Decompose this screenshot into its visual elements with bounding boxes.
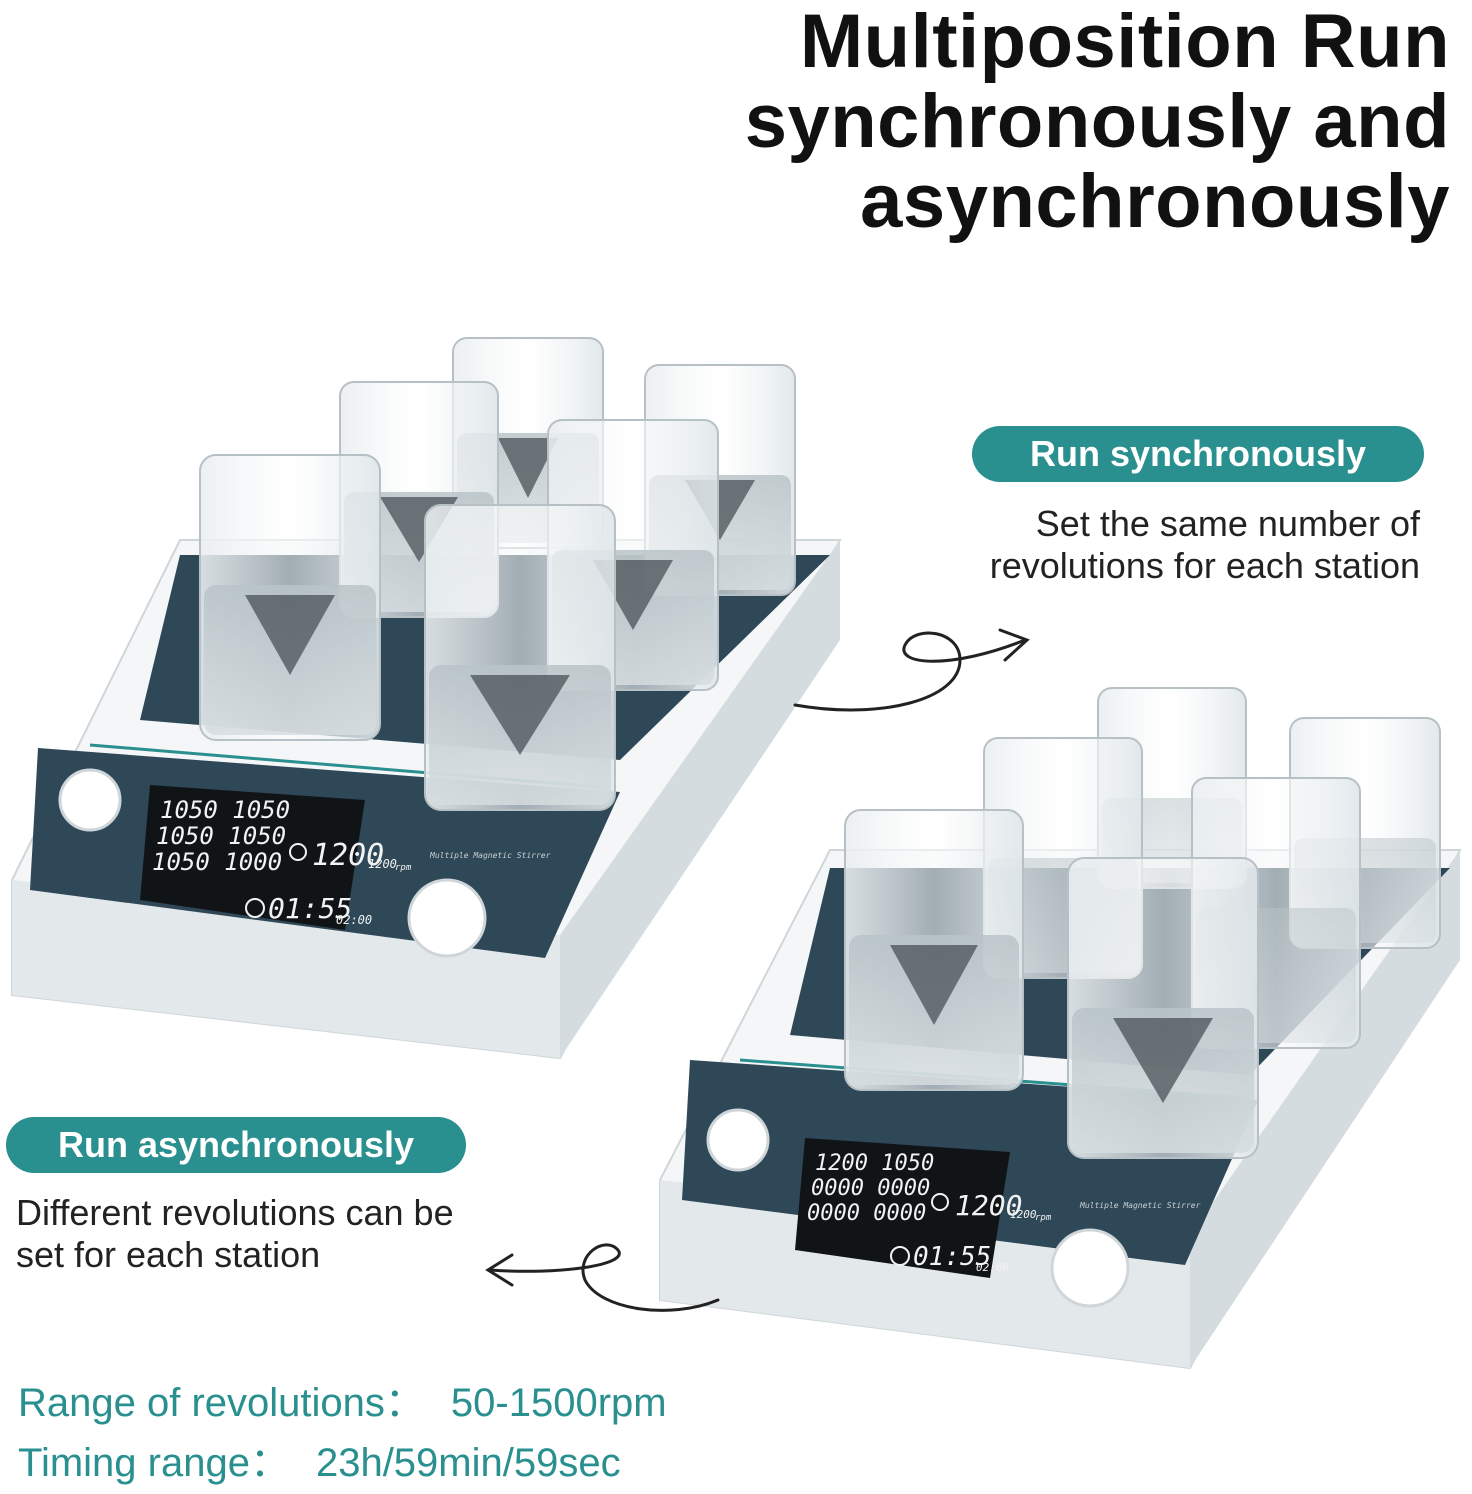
right-knob-icon[interactable] xyxy=(1050,1228,1130,1308)
display-main-speed: 1200 xyxy=(312,838,384,873)
spec-range-label: Range of revolutions： xyxy=(18,1381,425,1425)
stirrer-sync: 1050 1050 1050 1050 1050 1000 1200 1200 … xyxy=(11,337,842,1060)
display-row-1: 1050 1050 xyxy=(160,796,290,824)
display-unit: rpm xyxy=(1035,1213,1052,1223)
timer-icon xyxy=(245,898,265,918)
headline-line-1: Multiposition Run xyxy=(799,0,1450,84)
sync-description-line-2: revolutions for each station xyxy=(989,545,1420,586)
left-knob-icon[interactable] xyxy=(58,768,122,832)
display-row-2: 0000 0000 xyxy=(811,1176,930,1201)
speed-icon xyxy=(289,843,307,861)
headline: Multiposition Run synchronously and asyn… xyxy=(630,2,1450,242)
display-unit: rpm xyxy=(395,863,412,873)
spec-timing-value: 23h/59min/59sec xyxy=(315,1441,621,1485)
sync-description: Set the same number of revolutions for e… xyxy=(860,503,1420,587)
speed-icon xyxy=(931,1193,949,1211)
display-timer-set: 02:00 xyxy=(336,913,372,927)
timer-icon xyxy=(890,1246,910,1266)
display-timer-set: 02:00 xyxy=(976,1261,1009,1274)
async-description-line-1: Different revolutions can be xyxy=(16,1192,454,1233)
sync-badge: Run synchronously xyxy=(972,426,1424,482)
display-screen xyxy=(140,785,365,930)
arrow-to-sync-icon xyxy=(793,628,1030,712)
right-knob-icon[interactable] xyxy=(407,878,487,958)
display-screen xyxy=(795,1138,1010,1278)
spec-range: Range of revolutions： 50-1500rpm xyxy=(18,1380,667,1426)
display-main-speed: 1200 xyxy=(955,1189,1022,1222)
display-readout: 1200 1050 0000 0000 0000 0000 1200 1200 … xyxy=(807,1151,1201,1274)
headline-line-2: synchronously and xyxy=(744,79,1450,164)
display-row-2: 1050 1050 xyxy=(156,822,286,850)
headline-line-3: asynchronously xyxy=(860,159,1450,244)
display-set-speed: 1200 xyxy=(368,857,397,871)
display-row-3: 1050 1000 xyxy=(152,848,282,876)
display-timer: 01:55 xyxy=(913,1242,991,1272)
async-badge: Run asynchronously xyxy=(6,1117,466,1173)
async-description: Different revolutions can be set for eac… xyxy=(16,1192,576,1276)
async-description-line-2: set for each station xyxy=(16,1234,321,1275)
spec-timing: Timing range： 23h/59min/59sec xyxy=(18,1440,621,1486)
display-readout: 1050 1050 1050 1050 1050 1000 1200 1200 … xyxy=(152,796,551,927)
left-knob-icon[interactable] xyxy=(706,1108,770,1172)
display-row-3: 0000 0000 xyxy=(807,1201,926,1226)
model-label: Multiple Magnetic Stirrer xyxy=(1079,1201,1201,1210)
beaker-group-sync xyxy=(199,337,796,811)
display-set-speed: 1200 xyxy=(1010,1208,1037,1221)
beaker-group-async xyxy=(844,687,1441,1159)
display-timer: 01:55 xyxy=(268,892,352,925)
spec-timing-label: Timing range： xyxy=(18,1441,290,1485)
display-row-1: 1200 1050 xyxy=(815,1151,934,1176)
sync-description-line-1: Set the same number of xyxy=(1035,503,1420,544)
arrow-to-async-icon xyxy=(485,1243,720,1312)
model-label: Multiple Magnetic Stirrer xyxy=(429,851,551,860)
spec-range-value: 50-1500rpm xyxy=(450,1381,667,1425)
stirrer-async: 1200 1050 0000 0000 0000 0000 1200 1200 … xyxy=(659,687,1462,1370)
